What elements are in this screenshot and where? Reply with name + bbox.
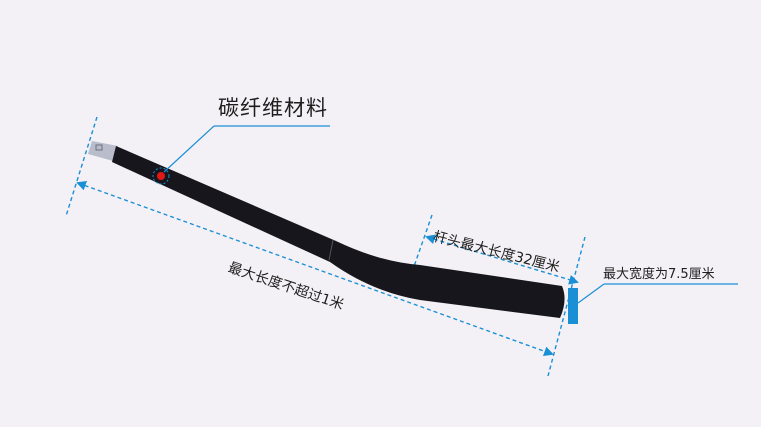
width-label: 最大宽度为7.5厘米 xyxy=(603,267,715,282)
width-leader-line xyxy=(577,283,605,304)
material-marker-dot xyxy=(157,172,165,180)
width-indicator-bar xyxy=(568,288,578,324)
blade-length-arrow xyxy=(425,234,579,285)
end-cap-hole-icon xyxy=(95,144,103,151)
extension-line-left xyxy=(65,116,98,217)
material-leader-line xyxy=(163,125,215,173)
total-length-arrow xyxy=(76,181,554,356)
material-label: 碳纤维材料 xyxy=(218,96,328,120)
